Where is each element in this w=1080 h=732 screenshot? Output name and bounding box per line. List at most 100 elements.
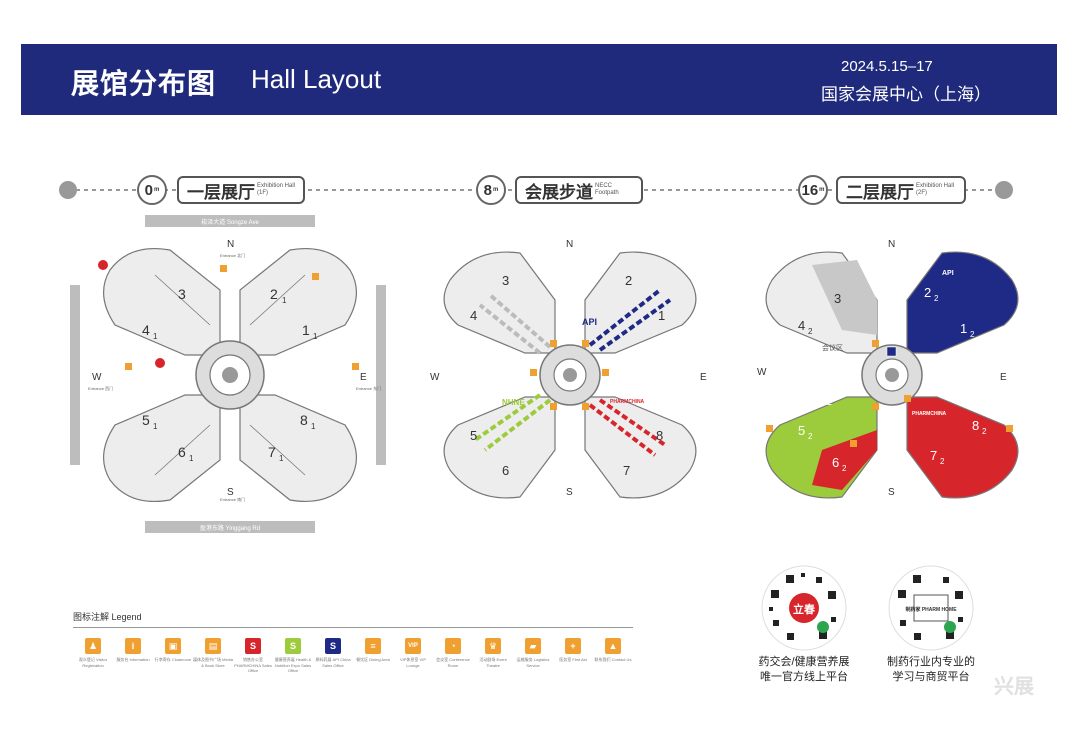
legend-title: 图标注解 Legend — [73, 612, 142, 622]
luggage-icon: ▣ — [165, 638, 181, 654]
svg-text:2: 2 — [970, 330, 975, 339]
legend-label: 运输服务 Logistics Service — [516, 657, 550, 668]
timeline-end-dot — [995, 181, 1013, 199]
road-north — [145, 215, 315, 227]
svg-text:制药家 PHARM HOME: 制药家 PHARM HOME — [905, 606, 957, 613]
hall-label: 4 — [470, 308, 477, 323]
hall-label: 5 — [798, 423, 805, 438]
hall-label: 1 — [658, 308, 665, 323]
legend-label: 联系我们 Contact Us — [594, 657, 632, 662]
metro-icon — [98, 260, 108, 270]
pharmchina-brand-label: PHARMCHINA — [610, 399, 645, 405]
hall-label: 3 — [178, 286, 186, 302]
legend-label: 销售办公室 PHARMCHINA Sales Office — [234, 657, 272, 673]
level-pill-2f: 二层展厅 Exhibition Hall (2F) — [836, 176, 966, 204]
level-label-en: NECC Footpath — [595, 183, 619, 196]
first-aid-icon: + — [565, 638, 581, 654]
hall-label: 4 — [798, 318, 805, 333]
level-pill-1f: 一层展厅 Exhibition Hall (1F) — [177, 176, 305, 204]
pharmchina-brand-label: PHARMCHINA — [912, 411, 947, 417]
svg-text:1: 1 — [153, 332, 158, 341]
svg-text:盈港东路 Yinggang Rd: 盈港东路 Yinggang Rd — [200, 524, 260, 532]
legend-item: ▰运输服务 Logistics Service — [513, 638, 553, 673]
legend-label: 原料药展 API China Sales Office — [315, 657, 351, 668]
level-label-en: Exhibition Hall (2F) — [916, 183, 955, 196]
hall-label: 2 — [924, 285, 931, 300]
floor1-hall-northeast — [239, 247, 357, 356]
page-title-zh: 展馆分布图 — [71, 68, 217, 99]
hall-label: 1 — [302, 322, 310, 338]
legend-label: 医务室 First Aid — [559, 657, 587, 662]
event-date: 2024.5.15–17 — [841, 58, 933, 75]
svg-text:1: 1 — [279, 454, 284, 463]
compass-south: S — [566, 487, 573, 498]
timeline-start-dot — [59, 181, 77, 199]
meeting-area-label: 会议区 — [822, 343, 843, 352]
api-brand-label: API — [942, 270, 954, 277]
header-banner: 展馆分布图 Hall Layout 2024.5.15–17 国家会展中心（上海… — [21, 44, 1057, 115]
svg-text:2: 2 — [808, 432, 813, 441]
compass-west: W — [757, 367, 767, 378]
legend-label: 行李寄存 Cloakroom — [154, 657, 192, 662]
svg-text:崧泽大道 Songze Ave: 崧泽大道 Songze Ave — [201, 218, 259, 226]
legend-label: 观众登记 Visitor Registration — [78, 657, 108, 668]
hall-label: 7 — [623, 463, 630, 478]
svg-text:立春: 立春 — [793, 602, 816, 616]
road-east — [376, 285, 386, 465]
api-footpath — [588, 288, 672, 352]
level-label-zh: 二层展厅 — [846, 182, 914, 202]
nhne-brand-label: NHNE — [812, 400, 832, 407]
compass-east: E — [360, 372, 367, 383]
legend-item: ◔会议室 Conference Room — [433, 638, 473, 673]
svg-text:1: 1 — [189, 454, 194, 463]
pharmchina-footpath — [588, 398, 667, 457]
compass-east: E — [700, 372, 707, 383]
hall-label: 2 — [270, 286, 278, 302]
api-brand-label: API — [582, 317, 597, 327]
svg-text:2: 2 — [982, 427, 987, 436]
floor1-hall-southwest — [103, 394, 221, 503]
qr-code-pharm-home[interactable]: 制药家 PHARM HOME — [888, 565, 974, 651]
floor2-hall-southeast-pharmchina — [906, 396, 1019, 499]
nhne-brand-label: NHNE — [502, 398, 525, 407]
compass-west: W — [92, 372, 102, 383]
legend-label: 健康营养展 Health & Nutrition Expo Sales Offi… — [274, 657, 312, 673]
qr-caption-official-platform: 药交会/健康营养展唯一官方线上平台 — [758, 656, 850, 683]
svg-text:Entrance 西门: Entrance 西门 — [88, 385, 113, 391]
svg-text:1: 1 — [153, 422, 158, 431]
legend-item: ▣ 行李寄存 Cloakroom — [153, 638, 193, 673]
legend-label: 会议室 Conference Room — [436, 657, 470, 668]
event-venue: 国家会展中心（上海） — [821, 85, 991, 104]
info-icon: i — [125, 638, 141, 654]
svg-text:1: 1 — [313, 332, 318, 341]
level-label-zh: 一层展厅 — [187, 182, 255, 202]
dining-icon: ≡ — [365, 638, 381, 654]
floor1-map: 崧泽大道 Songze Ave 盈港东路 Yinggang Rd 3 2 1 4… — [70, 215, 386, 533]
legend-item: ♛活动剧场 Event Theatre — [473, 638, 513, 673]
hall-label: 6 — [832, 455, 839, 470]
hall-label: 8 — [656, 428, 663, 443]
page-title-en: Hall Layout — [251, 64, 382, 94]
compass-north: N — [888, 239, 895, 250]
legend-item: ♟观众登记 Visitor Registration — [73, 638, 113, 673]
svg-text:1: 1 — [282, 296, 287, 305]
hall-label: 3 — [834, 291, 841, 306]
hall-label: 4 — [142, 322, 150, 338]
svg-text:2: 2 — [940, 457, 945, 466]
hall-label: 6 — [502, 463, 509, 478]
qr-code-official-platform[interactable]: 立春 — [761, 565, 847, 651]
legend-label: 活动剧场 Event Theatre — [479, 657, 507, 668]
svg-text:Entrance 东门: Entrance 东门 — [356, 385, 381, 391]
compass-north: N — [566, 239, 573, 250]
road-south — [145, 521, 315, 533]
compass-west: W — [430, 372, 440, 383]
svg-text:1: 1 — [311, 422, 316, 431]
level-label-en: Exhibition Hall (1F) — [257, 183, 296, 196]
legend-item: ≡餐饮区 Dining Area — [353, 638, 393, 673]
